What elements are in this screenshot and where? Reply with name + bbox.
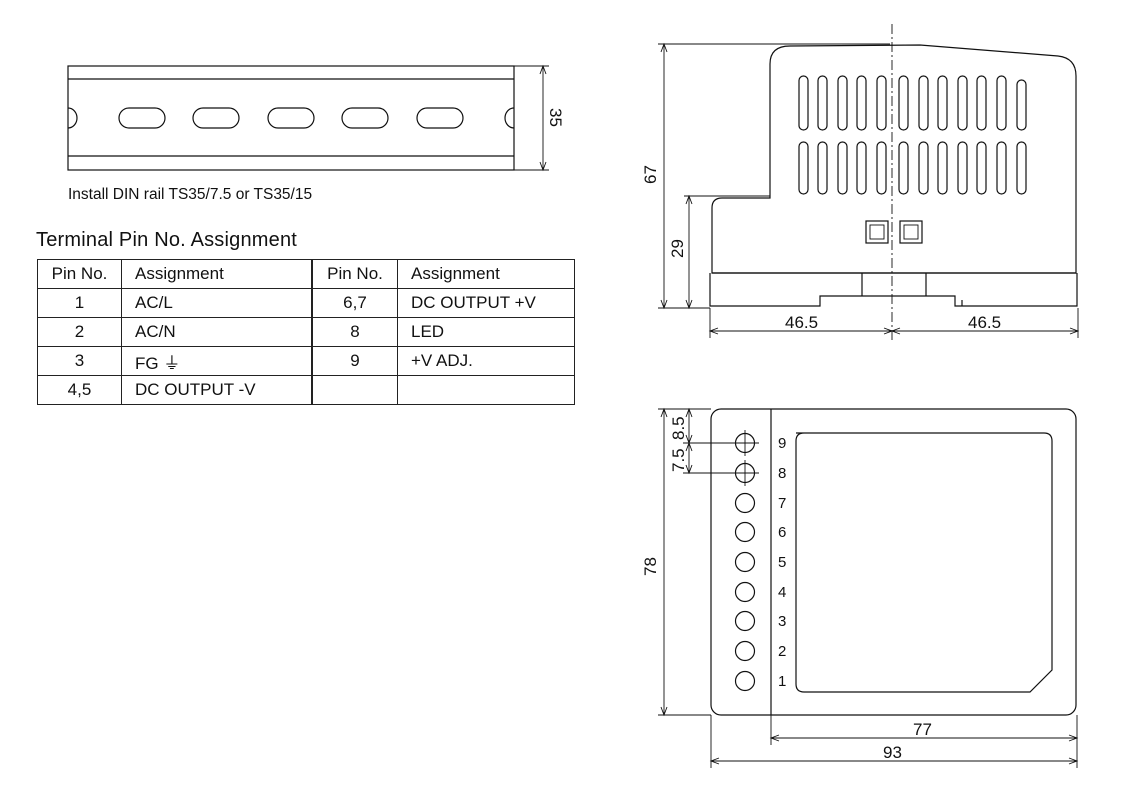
front-pitch-top-dimension: 8.5 [669, 416, 688, 440]
pin-number [311, 375, 398, 405]
terminal-number-7: 7 [778, 495, 786, 512]
header-pin-no: Pin No. [311, 259, 398, 289]
front-height-dimension: 78 [641, 557, 660, 576]
table-title: Terminal Pin No. Assignment [36, 229, 298, 251]
pin-assignment: LED [397, 317, 575, 347]
terminal-number-6: 6 [778, 524, 786, 541]
pin-assignment: AC/L [121, 288, 313, 318]
side-width-left-dimension: 46.5 [785, 313, 818, 332]
table-header-row: Pin No. Assignment Pin No. Assignment [37, 259, 575, 289]
pin-number: 8 [311, 317, 398, 347]
front-width-inner-dimension: 77 [913, 720, 932, 739]
din-rail-height-dimension: 35 [546, 108, 565, 127]
front-pitch-dimension: 7.5 [669, 448, 688, 472]
table-row: 3 FG ⏚ 9 +V ADJ. [37, 346, 575, 376]
pin-number: 9 [311, 346, 398, 376]
table-row: 2 AC/N 8 LED [37, 317, 575, 347]
header-assignment: Assignment [397, 259, 575, 289]
terminal-number-5: 5 [778, 554, 786, 571]
pin-number: 3 [37, 346, 122, 376]
side-width-right-dimension: 46.5 [968, 313, 1001, 332]
terminal-number-9: 9 [778, 435, 786, 452]
terminal-number-3: 3 [778, 613, 786, 630]
terminal-pin-table: Pin No. Assignment Pin No. Assignment 1 … [37, 259, 575, 405]
header-assignment: Assignment [121, 259, 313, 289]
terminal-number-2: 2 [778, 643, 786, 660]
pin-assignment: +V ADJ. [397, 346, 575, 376]
terminal-number-4: 4 [778, 584, 786, 601]
pin-number: 1 [37, 288, 122, 318]
pin-assignment [397, 375, 575, 405]
side-view-drawing [658, 24, 1080, 340]
pin-assignment: DC OUTPUT -V [121, 375, 313, 405]
table-row: 1 AC/L 6,7 DC OUTPUT +V [37, 288, 575, 318]
pin-assignment: AC/N [121, 317, 313, 347]
pin-assignment: DC OUTPUT +V [397, 288, 575, 318]
pin-number: 6,7 [311, 288, 398, 318]
pin-number: 2 [37, 317, 122, 347]
front-view-drawing [658, 407, 1079, 768]
header-pin-no: Pin No. [37, 259, 122, 289]
side-height-lower-dimension: 29 [668, 239, 687, 258]
terminal-number-8: 8 [778, 465, 786, 482]
din-rail-caption: Install DIN rail TS35/7.5 or TS35/15 [68, 186, 313, 203]
din-rail-drawing [67, 64, 549, 172]
front-width-total-dimension: 93 [883, 743, 902, 762]
pin-assignment: FG ⏚ [121, 346, 313, 376]
pin-number: 4,5 [37, 375, 122, 405]
side-height-total-dimension: 67 [641, 165, 660, 184]
table-row: 4,5 DC OUTPUT -V [37, 375, 575, 405]
terminal-number-1: 1 [778, 673, 786, 690]
